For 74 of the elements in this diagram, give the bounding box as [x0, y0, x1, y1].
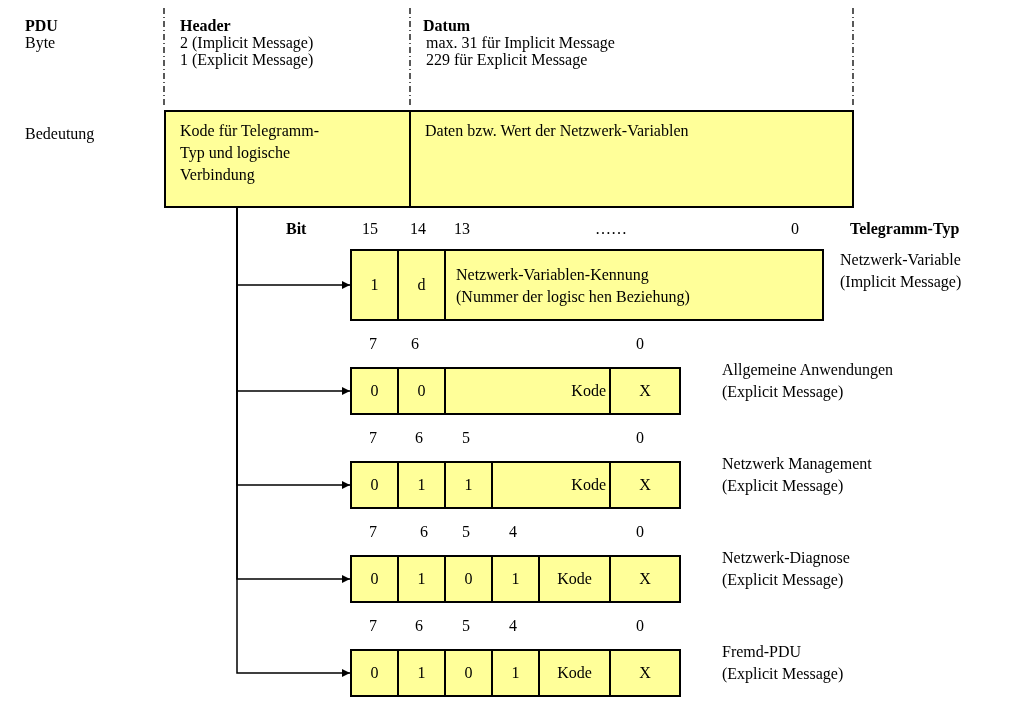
bit-number: 7 [369, 523, 377, 540]
bit-cell: 0 [352, 463, 399, 507]
label-text: 1 (Explicit Message) [180, 51, 314, 68]
bit-number: 0 [636, 429, 644, 446]
row-caption: (Implicit Message) [840, 272, 962, 293]
bit-number: 0 [791, 220, 799, 237]
bit-cell: Kode [493, 463, 611, 507]
bit-cell: 0 [446, 651, 493, 695]
row-caption: Fremd-PDU [722, 642, 802, 662]
column-heading: Header [180, 17, 231, 34]
bit-number: 7 [369, 429, 377, 446]
bit-number: 6 [420, 523, 428, 540]
row-caption: Allgemeine Anwendungen [722, 360, 894, 381]
bit-cell: 1 [399, 651, 446, 695]
bit-cell: 1 [493, 557, 540, 601]
column-heading: Telegramm-Typ [850, 220, 960, 237]
bit-number: 13 [454, 220, 470, 237]
bit-cell: 0 [352, 369, 399, 413]
bit-cell: d [399, 251, 446, 319]
bit-number: 0 [636, 523, 644, 540]
row-caption: (Explicit Message) [722, 570, 844, 591]
bit-cell: X [611, 557, 681, 601]
bit-number: 4 [509, 617, 517, 634]
column-heading: Datum [423, 17, 471, 34]
bit-cell: 0 [352, 557, 399, 601]
bit-field-row [350, 461, 681, 509]
bit-cell: 1 [493, 651, 540, 695]
label-text: max. 31 für Implicit Message [426, 34, 615, 51]
row-caption: (Explicit Message) [722, 664, 844, 685]
bit-number: 6 [411, 335, 419, 352]
bit-number: 5 [462, 617, 470, 634]
bit-number: 0 [636, 617, 644, 634]
label-text: Byte [25, 34, 56, 51]
row-caption: Netzwerk-Variable [840, 250, 961, 270]
bit-cell: Kode [540, 651, 611, 695]
bit-field-row [350, 367, 681, 415]
bit-cell: Kode [446, 369, 611, 413]
bit-cell: 1 [446, 463, 493, 507]
bit-cell: 1 [352, 251, 399, 319]
bit-number: 5 [462, 429, 470, 446]
bit-cell: X [611, 463, 681, 507]
label-text: 2 (Implicit Message) [180, 34, 314, 51]
bit-number: 7 [369, 335, 377, 352]
bit-number: 14 [410, 220, 426, 237]
bit-number: 4 [509, 523, 517, 540]
bit-number: 5 [462, 523, 470, 540]
bit-number: 6 [415, 429, 423, 446]
bit-cell: Netzwerk-Variablen-Kennung (Nummer der logisc hen Beziehung) [446, 251, 824, 319]
row-caption: Netzwerk-Diagnose [722, 548, 850, 569]
bit-cell: 0 [352, 651, 399, 695]
column-heading: Bit [286, 220, 307, 237]
bit-field-row [350, 555, 681, 603]
row-caption: Netzwerk Management [722, 454, 872, 475]
bit-number: 15 [362, 220, 378, 237]
bit-field-row [350, 649, 681, 697]
data-field-box: Daten bzw. Wert der Netzwerk-Variablen [409, 110, 854, 208]
bit-number: 7 [369, 617, 377, 634]
bit-cell: X [611, 369, 681, 413]
bit-number: 6 [415, 617, 423, 634]
bit-cell: 1 [399, 557, 446, 601]
label-text: …… [595, 220, 627, 237]
bit-cell: 1 [399, 463, 446, 507]
bit-cell: Kode [540, 557, 611, 601]
bit-field-row [350, 249, 824, 321]
bit-cell: X [611, 651, 681, 695]
bit-cell: 0 [446, 557, 493, 601]
column-heading: PDU [25, 17, 58, 34]
bit-cell: 0 [399, 369, 446, 413]
row-caption: (Explicit Message) [722, 476, 844, 497]
label-text: 229 für Explicit Message [426, 51, 588, 68]
header-field-box: Kode für Telegramm-Typ und logische Verbindung [164, 110, 411, 208]
row-caption: (Explicit Message) [722, 382, 844, 403]
label-text: Bedeutung [25, 125, 95, 142]
bit-number: 0 [636, 335, 644, 352]
